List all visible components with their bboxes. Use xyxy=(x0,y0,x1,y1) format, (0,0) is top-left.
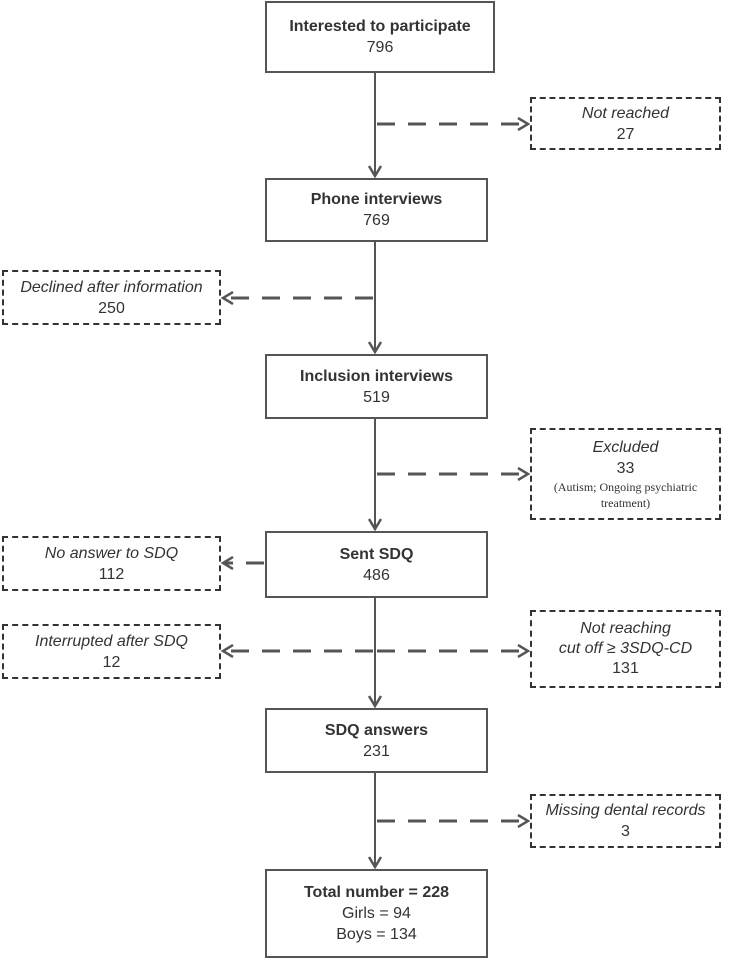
phone-interviews-title: Phone interviews xyxy=(310,191,443,208)
no-answer-label: No answer to SDQ xyxy=(44,544,179,562)
missing-dental-label: Missing dental records xyxy=(545,802,706,819)
box-inclusion-interviews: Inclusion interviews 519 xyxy=(265,354,488,419)
excluded-label: Excluded xyxy=(592,439,659,456)
declined-label: Declined after information xyxy=(20,278,203,296)
not-reaching-count: 131 xyxy=(612,660,639,677)
declined-count: 250 xyxy=(98,299,125,317)
interested-count: 796 xyxy=(366,39,394,56)
box-not-reaching-cut-off: Not reaching cut off ≥ 3SDQ-CD 131 xyxy=(530,610,721,688)
box-phone-interviews: Phone interviews 769 xyxy=(265,178,488,242)
not-reaching-label-line-2: cut off ≥ 3SDQ-CD xyxy=(558,640,693,657)
excluded-note-line-1: (Autism; Ongoing psychiatric xyxy=(553,480,698,494)
not-reached-label: Not reached xyxy=(581,104,670,122)
total-number-title: Total number = 228 xyxy=(303,884,450,901)
missing-dental-count: 3 xyxy=(621,823,630,840)
not-reaching-label-line-1: Not reaching xyxy=(580,620,671,637)
box-declined-after-information: Declined after information 250 xyxy=(2,270,221,325)
box-excluded: Excluded 33 (Autism; Ongoing psychiatric… xyxy=(530,428,721,520)
box-no-answer-to-sdq: No answer to SDQ 112 xyxy=(2,536,221,591)
not-reached-count: 27 xyxy=(616,125,635,143)
box-sdq-answers: SDQ answers 231 xyxy=(265,708,488,773)
phone-interviews-count: 769 xyxy=(363,212,390,229)
box-not-reached: Not reached 27 xyxy=(530,97,721,150)
total-girls: Girls = 94 xyxy=(342,905,411,922)
sent-sdq-count: 486 xyxy=(363,566,390,584)
inclusion-interviews-title: Inclusion interviews xyxy=(300,367,453,385)
box-missing-dental-records: Missing dental records 3 xyxy=(530,794,721,848)
excluded-note-line-2: treatment) xyxy=(600,496,651,510)
interrupted-count: 12 xyxy=(102,653,121,671)
sdq-answers-title: SDQ answers xyxy=(324,721,429,739)
interested-title: Interested to participate xyxy=(289,18,471,35)
box-total-number: Total number = 228 Girls = 94 Boys = 134 xyxy=(265,869,488,958)
no-answer-count: 112 xyxy=(98,565,125,583)
sent-sdq-title: Sent SDQ xyxy=(339,545,414,563)
total-boys: Boys = 134 xyxy=(336,926,417,943)
box-sent-sdq: Sent SDQ 486 xyxy=(265,531,488,598)
excluded-count: 33 xyxy=(616,460,635,477)
interrupted-label: Interrupted after SDQ xyxy=(35,632,188,650)
inclusion-interviews-count: 519 xyxy=(363,388,390,406)
box-interested: Interested to participate 796 xyxy=(265,1,495,73)
box-interrupted-after-sdq: Interrupted after SDQ 12 xyxy=(2,624,221,679)
sdq-answers-count: 231 xyxy=(363,742,390,760)
